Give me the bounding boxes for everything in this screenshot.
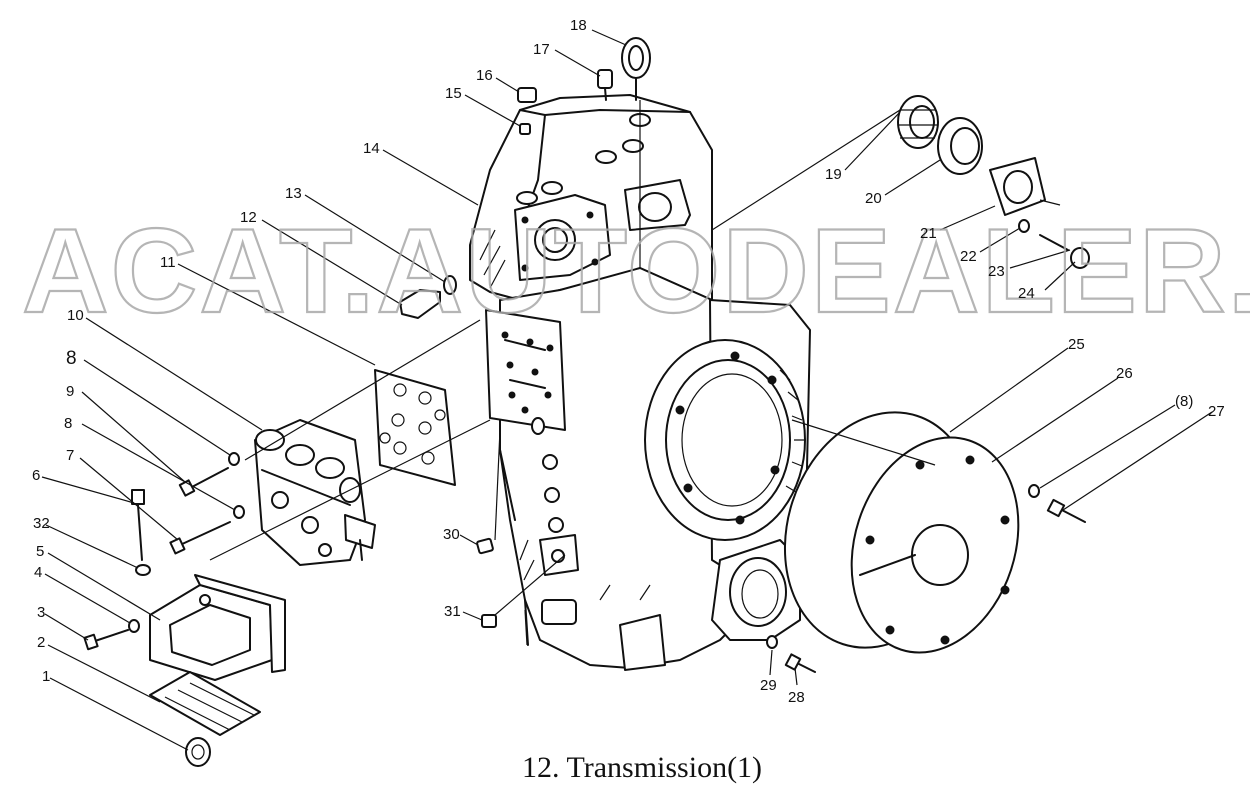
callout-label: 13	[285, 185, 302, 202]
callout-label: 8	[66, 348, 77, 369]
callout-label: 4	[34, 564, 42, 581]
control-valve-body	[254, 419, 376, 566]
callout-label: 16	[476, 67, 493, 84]
callout-label: 18	[570, 17, 587, 34]
callout-label: 12	[240, 209, 257, 226]
bearing-and-cover-parts	[897, 95, 1090, 269]
callout-label: 20	[865, 190, 882, 207]
callout-label: 6	[32, 467, 40, 484]
callout-label: 25	[1068, 336, 1085, 353]
rubber-pad	[149, 671, 261, 736]
callout-label: 27	[1208, 403, 1225, 420]
callout-label: 28	[788, 689, 805, 706]
callout-label: 26	[1116, 365, 1133, 382]
callout-label: 5	[36, 543, 44, 560]
callout-label: 23	[988, 263, 1005, 280]
callout-label: 2	[37, 634, 45, 651]
callout-label: 22	[960, 248, 977, 265]
callout-label: (8)	[1175, 393, 1193, 410]
mount-nut	[185, 737, 211, 767]
callout-label: 30	[443, 526, 460, 543]
top-fittings	[517, 37, 651, 135]
callout-label: 10	[67, 307, 84, 324]
callout-label: 31	[444, 603, 461, 620]
small-fasteners-left	[83, 275, 579, 651]
callout-label: 32	[33, 515, 50, 532]
callout-label: 11	[160, 254, 176, 271]
callout-label: 29	[760, 677, 777, 694]
diagram-caption: 12. Transmission(1)	[522, 751, 762, 784]
callout-label: 3	[37, 604, 45, 621]
mounting-bracket	[149, 574, 286, 681]
valve-gasket	[374, 369, 456, 486]
watermark-text: ACAT.AUTODEALER.RU	[22, 204, 1250, 338]
callout-label: 14	[363, 140, 380, 157]
callout-label: 7	[66, 447, 74, 464]
callout-label: 17	[533, 41, 550, 58]
callout-label: 19	[825, 166, 842, 183]
bell-cover-and-gasket	[766, 411, 1086, 673]
leader-lines	[41, 29, 1213, 751]
callout-label: 8	[64, 415, 72, 432]
callout-label: 9	[66, 383, 74, 400]
control-valve-plate	[485, 309, 566, 435]
callout-label: 21	[920, 225, 937, 242]
callout-label: 1	[42, 668, 50, 685]
callout-label: 24	[1018, 285, 1035, 302]
callout-labels: 18 17 16 15 14 13 12 11 10 8 9 8 7 6 32 …	[32, 17, 1225, 706]
callout-label: 15	[445, 85, 462, 102]
